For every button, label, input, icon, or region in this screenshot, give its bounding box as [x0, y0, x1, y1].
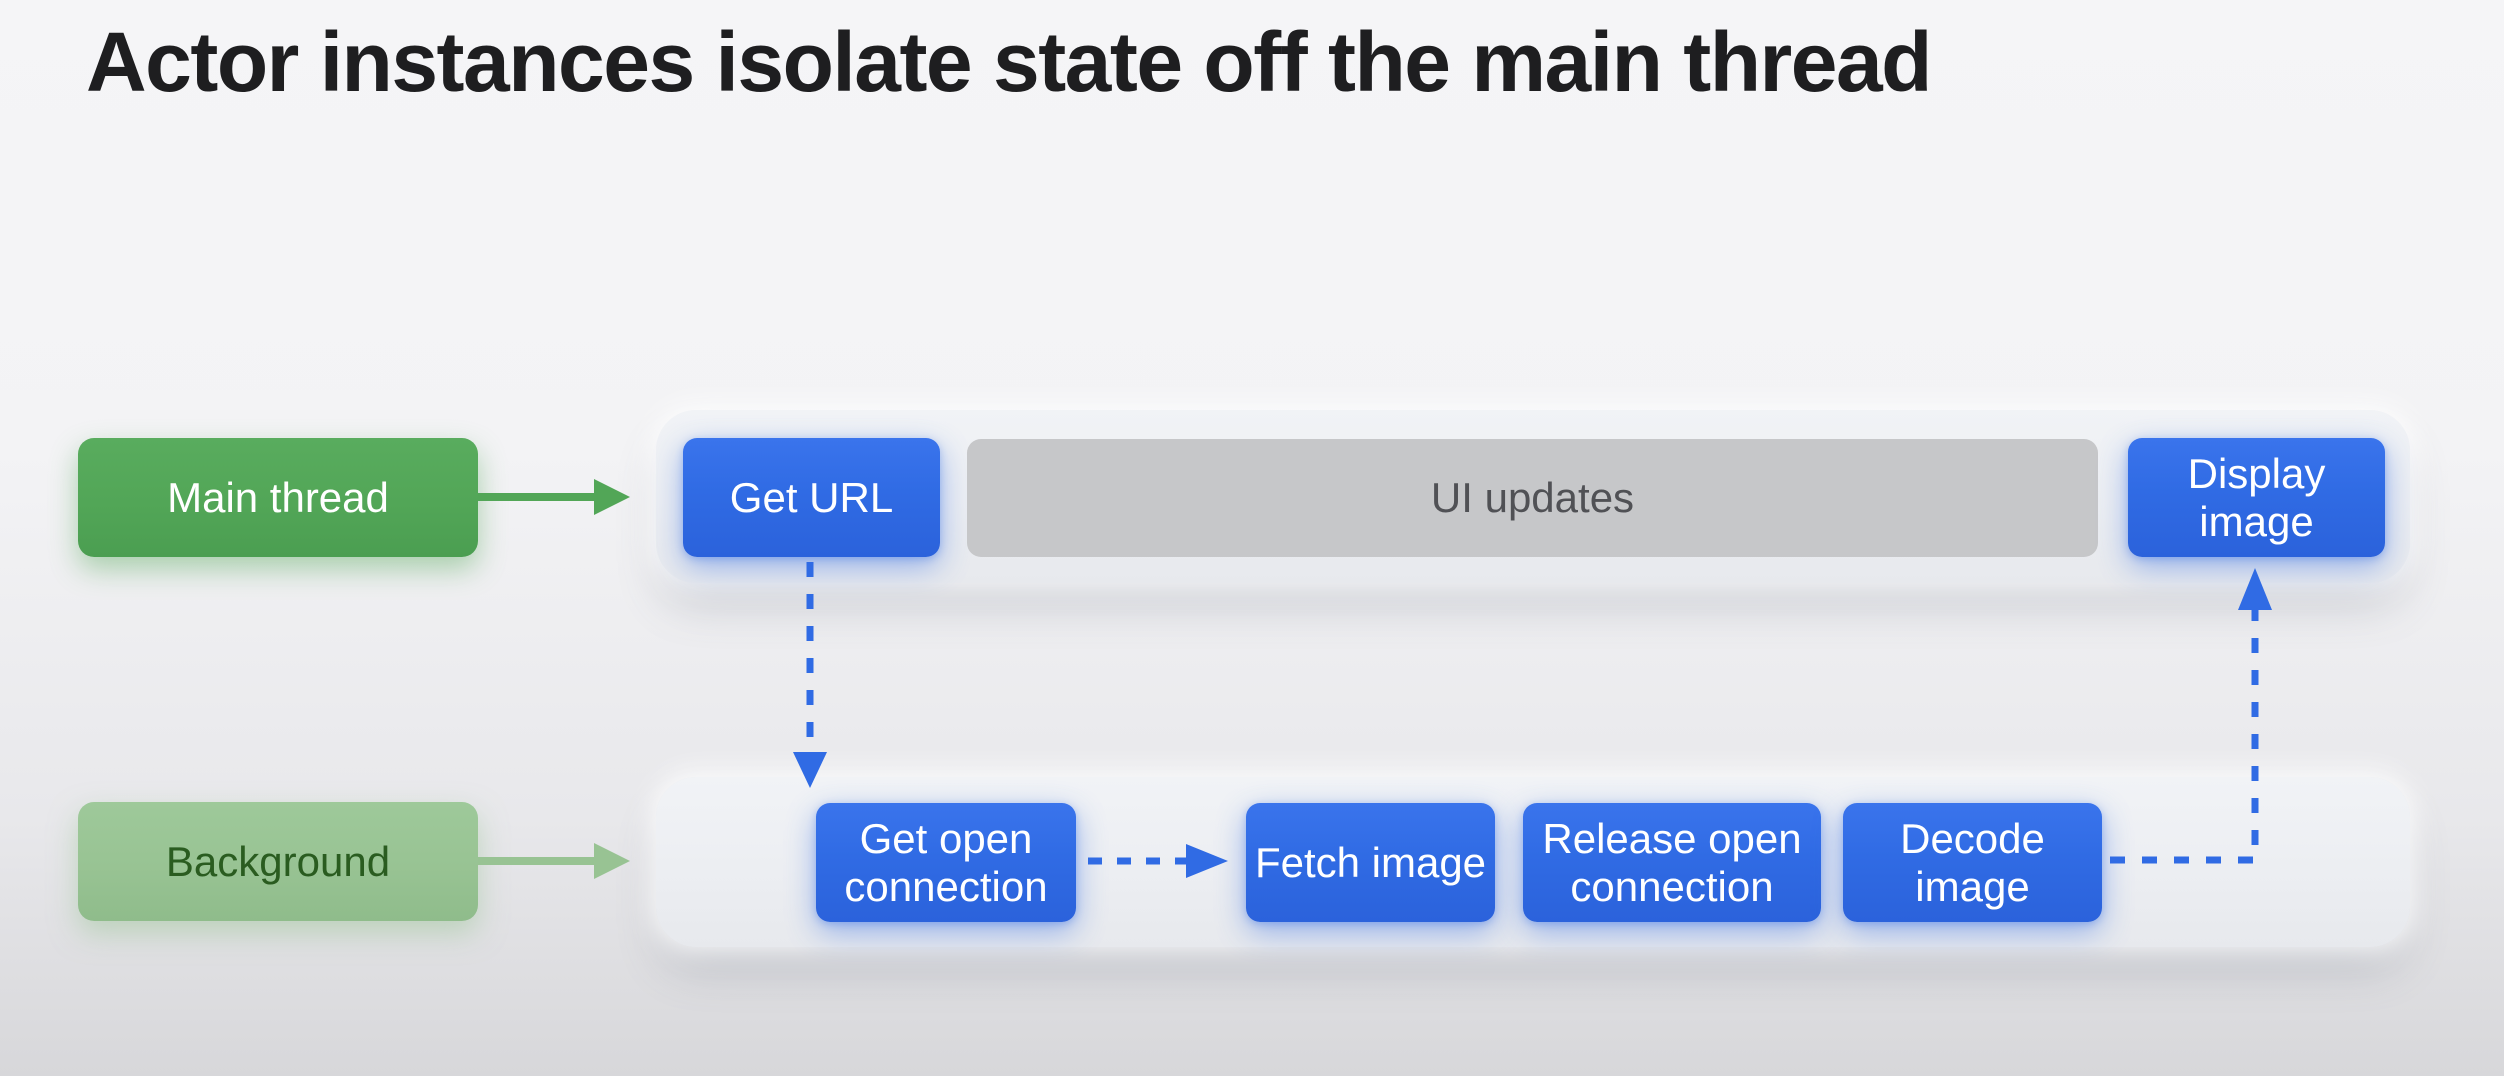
get-url-to-background-arrow-icon — [793, 562, 827, 788]
main-thread-label: Main thread — [78, 438, 478, 557]
main-thread-arrow-icon — [478, 479, 630, 515]
node-release-open-connection: Release open connection — [1523, 803, 1821, 922]
node-ui-updates: UI updates — [967, 439, 2098, 557]
slide-title: Actor instances isolate state off the ma… — [86, 15, 1932, 109]
node-get-url: Get URL — [683, 438, 940, 557]
node-decode-image: Decode image — [1843, 803, 2102, 922]
node-display-image: Display image — [2128, 438, 2385, 557]
node-fetch-image: Fetch image — [1246, 803, 1495, 922]
node-get-open-connection: Get open connection — [816, 803, 1076, 922]
background-arrow-icon — [478, 843, 630, 879]
background-label: Background — [78, 802, 478, 921]
